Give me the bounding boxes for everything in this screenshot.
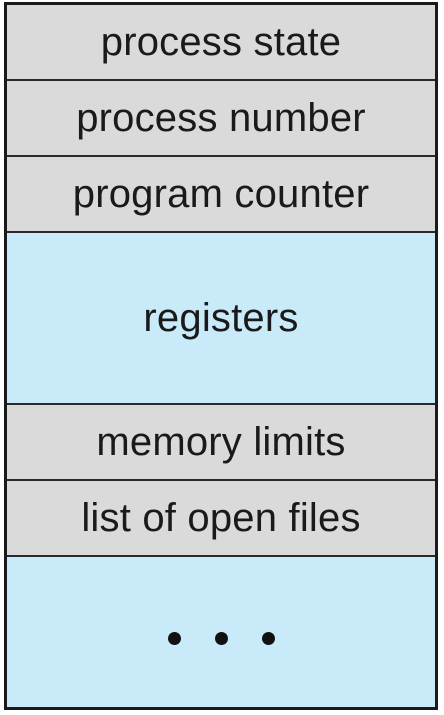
pcb-field-label: registers xyxy=(143,295,299,340)
pcb-field-memory-limits: memory limits xyxy=(7,405,435,481)
pcb-field-list-of-open-files: list of open files xyxy=(7,481,435,557)
dot xyxy=(261,631,275,645)
pcb-field-continuation xyxy=(7,557,435,707)
dot xyxy=(214,631,228,645)
pcb-field-program-counter: program counter xyxy=(7,157,435,233)
pcb-field-process-state: process state xyxy=(7,5,435,81)
pcb-field-label: process number xyxy=(76,95,366,140)
pcb-field-label: program counter xyxy=(72,171,370,216)
pcb-field-process-number: process number xyxy=(7,81,435,157)
pcb-field-label: list of open files xyxy=(81,495,361,540)
pcb-field-label: process state xyxy=(100,19,342,64)
dot xyxy=(167,631,181,645)
pcb-field-label: memory limits xyxy=(96,419,346,464)
pcb-field-registers: registers xyxy=(7,233,435,405)
process-control-block: process state process number program cou… xyxy=(4,2,438,710)
ellipsis-icon xyxy=(167,631,275,645)
